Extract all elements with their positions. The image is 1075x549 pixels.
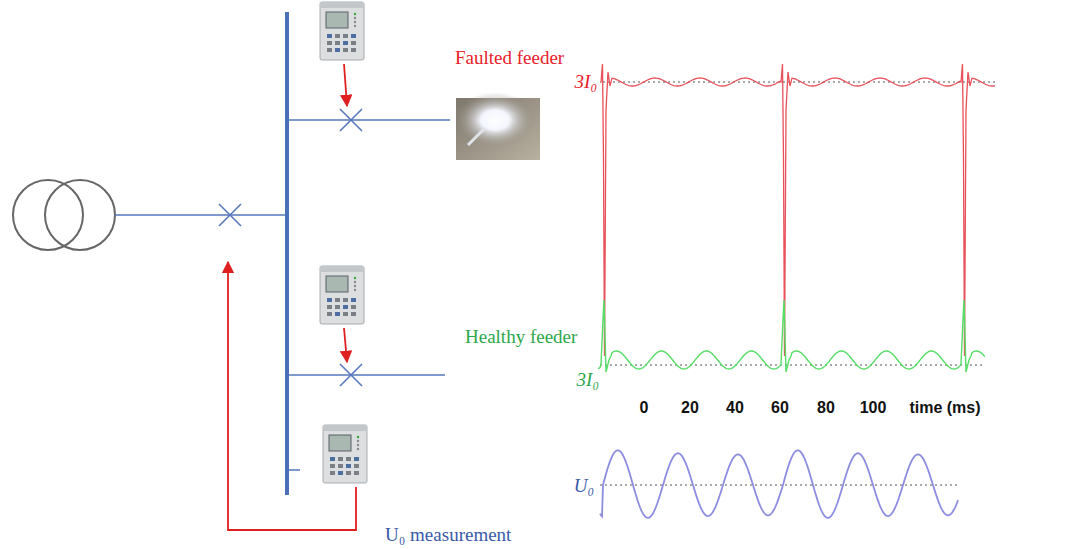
protection-relay	[323, 425, 367, 483]
axis-tick: 0	[640, 399, 649, 417]
faulted-feeder-line	[287, 119, 450, 121]
axis-tick: 60	[771, 399, 789, 417]
baseline	[600, 365, 985, 366]
signal-label: U₀ measurement	[385, 525, 511, 546]
transformer-symbol	[13, 180, 115, 250]
circuit-breaker	[219, 204, 241, 226]
axis-tick: 20	[681, 399, 699, 417]
signal-name: 3I₀	[575, 72, 597, 93]
protection-relay	[320, 2, 364, 60]
baseline	[600, 485, 960, 486]
signal-name: 3I₀	[577, 370, 599, 391]
trip-arrow	[344, 64, 347, 106]
axis-tick: 100	[860, 399, 887, 417]
circuit-breaker	[340, 364, 362, 386]
faulted-current-wave	[600, 64, 995, 356]
protection-relay	[320, 266, 364, 324]
busbar	[285, 12, 289, 495]
healthy-feeder-line	[287, 374, 445, 376]
voltage-wave	[600, 450, 958, 518]
signal-label: Healthy feeder	[465, 327, 577, 348]
trip-signal-line	[228, 262, 356, 530]
circuit-breaker	[340, 109, 362, 131]
axis-tick: 80	[817, 399, 835, 417]
trip-arrow	[344, 328, 347, 362]
arc-photo	[455, 92, 540, 160]
incoming-line	[115, 214, 287, 216]
signal-label: Faulted feeder	[455, 48, 564, 69]
axis-tick: 40	[726, 399, 744, 417]
healthy-current-wave	[598, 300, 985, 372]
signal-name: U₀	[574, 476, 594, 497]
axis-title: time (ms)	[909, 399, 980, 417]
